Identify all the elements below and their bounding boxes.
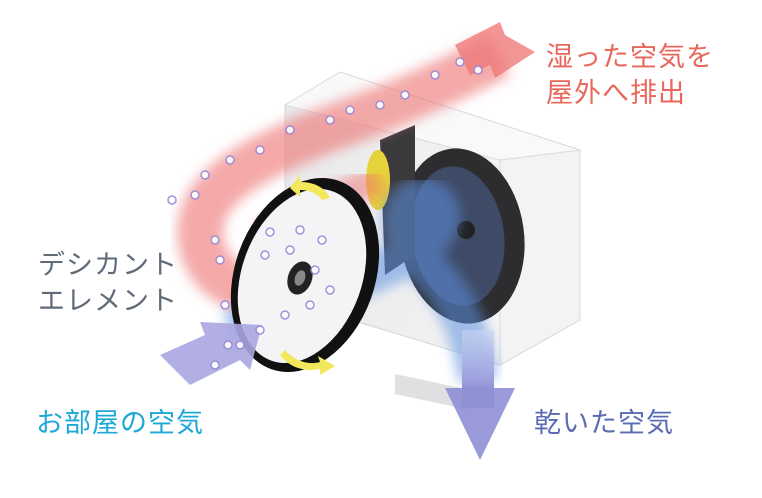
exhaust-label: 湿った空気を 屋外へ排出 — [546, 40, 714, 112]
room-air-label: お部屋の空気 — [36, 408, 204, 439]
dry-air-label: 乾いた空気 — [534, 408, 674, 439]
element-label-line1: デシカント — [38, 250, 178, 281]
moisture-bubbles — [167, 57, 483, 370]
room-air-arrow — [160, 322, 262, 385]
rotation-arrow-top — [290, 175, 330, 200]
exhaust-label-line1: 湿った空気を — [546, 42, 714, 73]
exhaust-arrow-head — [455, 22, 535, 78]
element-label-line2: エレメント — [38, 286, 178, 317]
exhaust-label-line2: 屋外へ排出 — [546, 78, 686, 109]
dry-air-arrow — [445, 330, 515, 460]
humid-air-flow — [177, 34, 511, 313]
rotation-arrow-bottom — [280, 350, 335, 375]
element-label: デシカント エレメント — [38, 248, 178, 320]
